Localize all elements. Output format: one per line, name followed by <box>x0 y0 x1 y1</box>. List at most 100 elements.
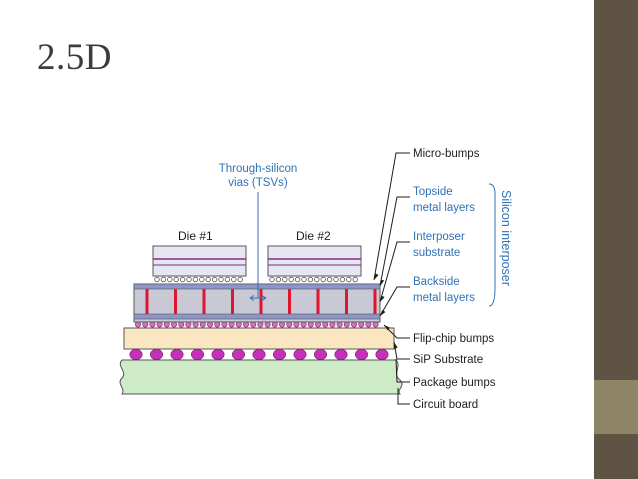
flip-chip-bump <box>300 321 307 328</box>
sip-substrate <box>123 327 395 350</box>
flip-chip-bump <box>307 321 314 328</box>
flip-chip-bump <box>372 321 379 328</box>
micro-bumps <box>154 276 358 283</box>
micro-bump <box>237 276 243 283</box>
micro-bump <box>294 276 301 283</box>
flip-chip-bump <box>207 321 214 328</box>
micro-bump <box>288 276 294 283</box>
tsv <box>259 289 263 314</box>
leader-circuit-board <box>397 388 410 405</box>
tsv <box>145 289 149 314</box>
micro-bump <box>314 276 320 283</box>
flip-chip-bump <box>192 321 199 328</box>
leader-topside-metal <box>379 196 410 287</box>
flip-chip-bump <box>279 321 286 328</box>
side-decoration-block <box>594 380 638 434</box>
interposer-bracket <box>488 183 496 307</box>
flip-chip-bump <box>235 321 242 328</box>
leader-micro-bumps <box>373 152 410 281</box>
flip-chip-bump <box>264 321 271 328</box>
flip-chip-bump <box>271 321 278 328</box>
flip-chip-bump <box>250 321 257 328</box>
package-bump <box>211 349 225 361</box>
tsv <box>202 289 206 314</box>
package-bump <box>170 349 184 361</box>
micro-bump <box>275 276 282 283</box>
flip-chip-bump <box>199 321 206 328</box>
flip-chip-bump <box>358 321 365 328</box>
micro-bump <box>301 276 307 283</box>
flip-chip-bump <box>286 321 293 328</box>
flip-chip-bump <box>149 321 156 328</box>
flip-chip-bump <box>170 321 177 328</box>
leader-arrowheads <box>374 273 398 350</box>
tsv-label-line-2: vias (TSVs) <box>228 177 288 189</box>
leader-sip-substrate <box>393 341 410 360</box>
topside-metal-layer <box>133 283 381 290</box>
micro-bump <box>186 276 192 283</box>
tsv-callout-arrow <box>249 192 267 301</box>
flip-chip-bump <box>163 321 170 328</box>
micro-bump <box>282 276 288 283</box>
backside-metal-layer <box>133 313 381 320</box>
package-bump <box>273 349 287 361</box>
tsv <box>345 289 348 314</box>
label-backside-metal-1: Backside <box>413 276 460 288</box>
micro-bump <box>199 276 205 283</box>
flip-chip-bump <box>221 321 228 328</box>
tsv-label-line-1: Through-silicon <box>219 163 298 175</box>
micro-bump <box>211 276 218 283</box>
leader-package-bumps <box>395 358 410 383</box>
flip-chip-bump <box>293 321 300 328</box>
label-topside-metal-2: metal layers <box>413 202 475 214</box>
label-micro-bumps: Micro-bumps <box>413 148 480 160</box>
label-flip-chip-bumps: Flip-chip bumps <box>413 333 494 345</box>
label-topside-metal-1: Topside <box>413 186 453 198</box>
package-bump <box>232 349 246 361</box>
die-1-label: Die #1 <box>178 229 213 243</box>
tsv <box>288 289 291 314</box>
flip-chip-bump <box>156 321 163 328</box>
flip-chip-bumps <box>134 321 379 328</box>
tsv <box>373 289 377 314</box>
package-bump <box>129 349 143 361</box>
micro-bump <box>307 276 314 283</box>
package-bump <box>149 349 163 361</box>
flip-chip-bump <box>343 321 350 328</box>
die-2 <box>267 245 362 277</box>
micro-bump <box>192 276 199 283</box>
flip-chip-bump <box>214 321 221 328</box>
package-bump <box>355 349 369 361</box>
circuit-board <box>119 359 403 395</box>
micro-bump <box>173 276 179 283</box>
package-bump <box>314 349 328 361</box>
micro-bump <box>154 276 160 283</box>
die-2-label: Die #2 <box>296 229 331 243</box>
micro-bump <box>339 276 346 283</box>
die-1 <box>152 245 247 277</box>
package-bump <box>375 349 389 361</box>
slide-title: 2.5D <box>37 37 112 78</box>
label-package-bumps: Package bumps <box>413 377 496 389</box>
package-bumps <box>129 349 389 361</box>
flip-chip-bump <box>243 321 250 328</box>
package-bump <box>191 349 205 361</box>
flip-chip-bump <box>336 321 343 328</box>
micro-bump <box>320 276 326 283</box>
micro-bump <box>167 276 173 283</box>
flip-chip-bump <box>142 321 149 328</box>
flip-chip-bump <box>329 321 336 328</box>
package-bump <box>334 349 348 361</box>
label-interposer-substrate-1: Interposer <box>413 231 465 243</box>
micro-bump <box>333 276 339 283</box>
micro-bump <box>231 276 237 283</box>
flip-chip-bump <box>134 321 141 328</box>
flip-chip-bump <box>365 321 372 328</box>
micro-bump <box>218 276 224 283</box>
micro-bump <box>346 276 352 283</box>
micro-bump <box>269 276 275 283</box>
label-backside-metal-2: metal layers <box>413 292 475 304</box>
tsv <box>231 289 234 314</box>
micro-bump <box>224 276 231 283</box>
